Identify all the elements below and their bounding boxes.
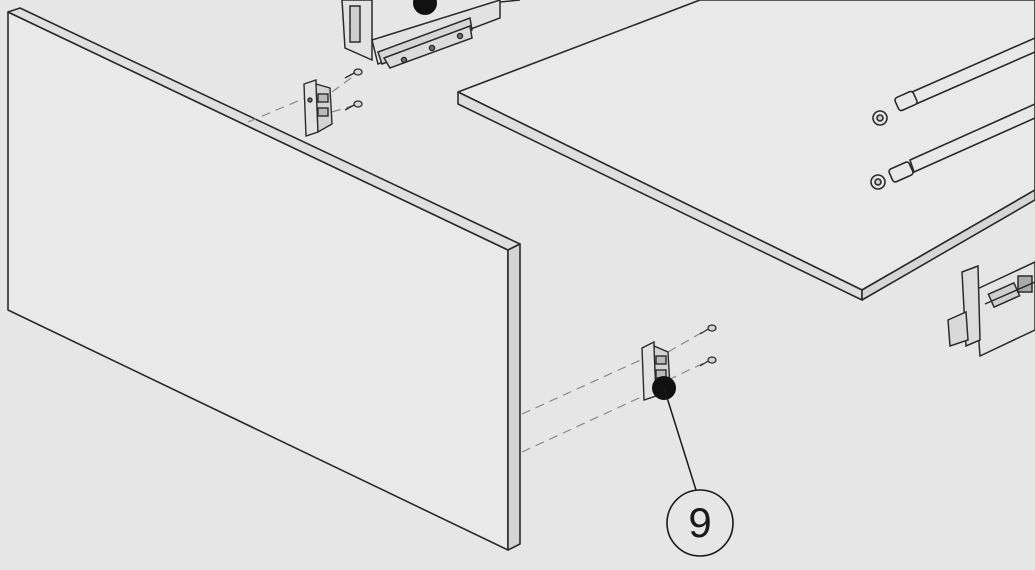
callout-leader	[663, 387, 697, 491]
front-bracket-left	[303, 79, 333, 137]
screws	[344, 68, 717, 367]
side-runner-right	[947, 261, 1035, 358]
marker-dot-top	[413, 0, 437, 15]
rear-bracket	[341, 0, 521, 69]
alignment-lines	[247, 74, 707, 453]
front-panel	[7, 7, 521, 551]
rail-rods	[870, 37, 1035, 190]
drawer-bottom	[457, 0, 1035, 301]
screw-1	[344, 68, 363, 79]
callout-circle	[666, 489, 734, 557]
screw-4	[699, 356, 717, 367]
screw-3	[699, 324, 717, 335]
screw-2	[344, 100, 363, 111]
